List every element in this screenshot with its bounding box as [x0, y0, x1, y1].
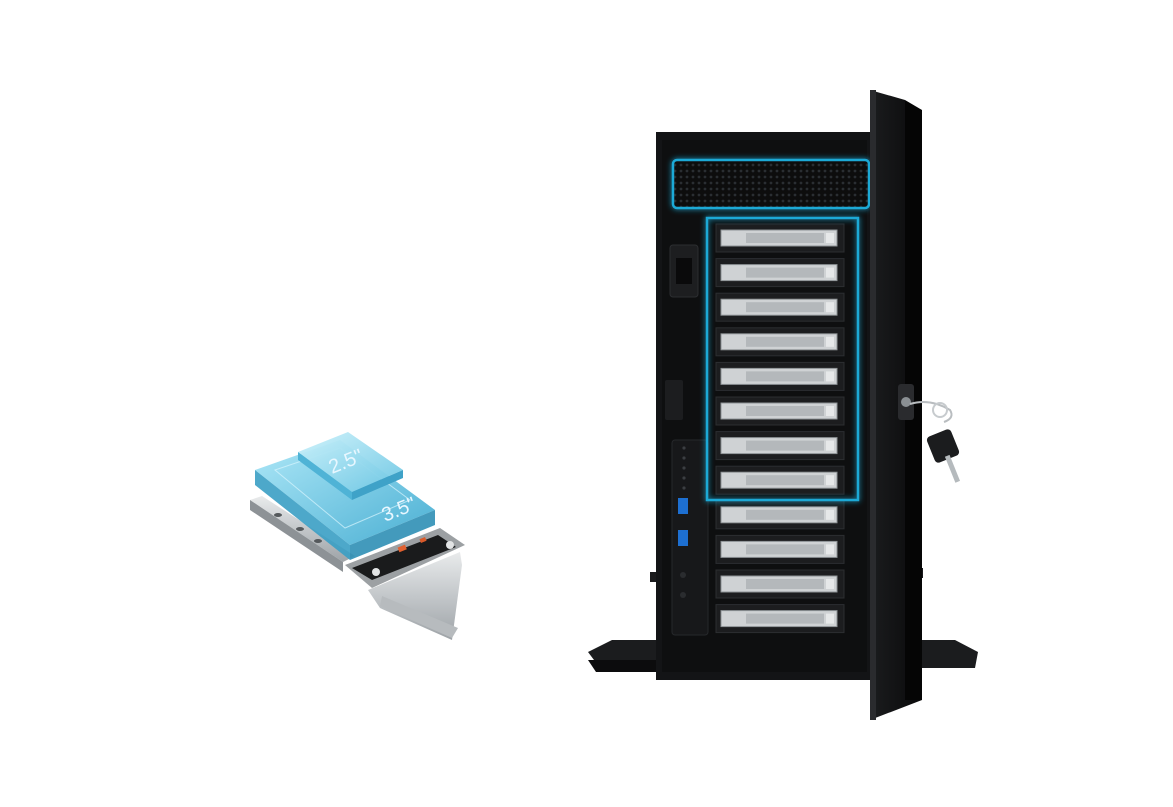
- drive-bay: [715, 569, 845, 599]
- drive-bay: [715, 534, 845, 564]
- right-foot: [905, 640, 978, 668]
- tower-chassis: [588, 90, 978, 720]
- drive-bay: [715, 604, 845, 634]
- drive-bay: [715, 223, 845, 253]
- drive-bay: [715, 396, 845, 426]
- key-icon: [926, 429, 960, 463]
- drive-bay: [715, 292, 845, 322]
- drive-bay: [715, 465, 845, 495]
- front-door: [870, 90, 922, 720]
- drive-bay: [715, 500, 845, 530]
- drive-bay: [715, 258, 845, 288]
- front-io-panel: [665, 244, 709, 636]
- tray-handle: [345, 528, 465, 640]
- drive-bay: [715, 431, 845, 461]
- top-vent-highlight: [671, 158, 871, 210]
- drive-bay: [715, 361, 845, 391]
- lock-and-key: [898, 384, 961, 483]
- bay-highlight-frame: [705, 216, 860, 502]
- hot-swap-drive-tray: 3.5" 2.5": [250, 432, 465, 640]
- drive-2-5-inch: 2.5": [298, 432, 403, 500]
- drive-bay: [715, 327, 845, 357]
- drive-bays: [715, 223, 845, 634]
- usb3-port: [678, 498, 688, 514]
- usb3-port: [678, 530, 688, 546]
